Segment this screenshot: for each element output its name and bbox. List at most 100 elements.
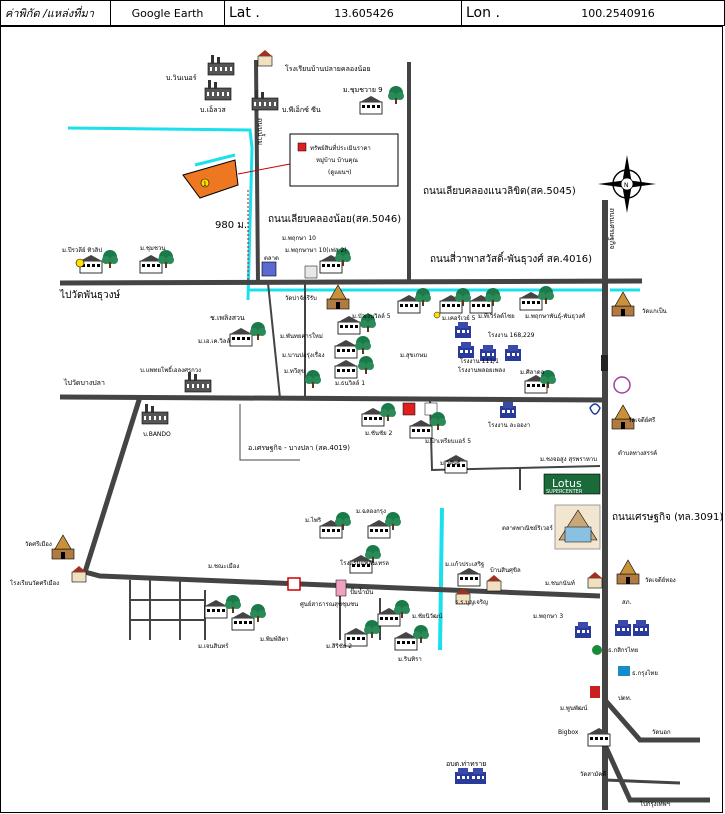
- canal-south: [438, 507, 444, 651]
- label-factory-b: โรงงาน 111/1: [460, 357, 499, 365]
- label-m-sawasdee: ม.สิริชัย 2: [326, 643, 352, 650]
- label-wat-kaewpan: วัดแกเป็น: [642, 306, 667, 315]
- label-tambon: ตำบลทางสรรค์: [618, 449, 657, 457]
- ptt-icon: [589, 403, 601, 415]
- road-east-branch: [603, 698, 700, 743]
- label-factory1: บ.วินเนอร์: [166, 74, 197, 82]
- legend-line2: หมู่บ้าน บ้านคุณ: [316, 157, 358, 164]
- to-bangpla-label: ไปวัดบางปลา: [63, 378, 105, 387]
- subject-marker-label: 1: [203, 181, 207, 188]
- mall-window: [564, 526, 592, 543]
- subject-marker: [200, 178, 210, 188]
- label-m-kaew: ม.แก้วประเสริฐ: [445, 561, 484, 568]
- lat-value: 13.605426: [267, 1, 462, 25]
- shop-711-icon: [304, 265, 318, 279]
- label-wat-samakhi: วัดสามัคคี: [580, 770, 606, 778]
- label-bando: บ.BANDO: [143, 431, 171, 438]
- minor-road-grid: [129, 580, 206, 640]
- lat-label: Lat .: [229, 5, 260, 21]
- label-wat-nok: วัดนอก: [652, 729, 671, 736]
- label-m-phunphat: ม.พูนพัฒน์: [560, 704, 587, 712]
- label-m-ruengroj: ม.ชันชัย 2: [365, 430, 393, 437]
- label-m-pruksa3: ม.พฤกษา 3: [533, 613, 563, 620]
- label-amphoe: อบต.ท่าทราย: [446, 760, 486, 768]
- label-m-krungthep: ม.ฉลองกรุง: [356, 508, 386, 515]
- canal-branch: [194, 153, 236, 167]
- road-4019: [59, 394, 609, 403]
- label-wat-chedi: วัดเจดีย์ทอง: [645, 576, 676, 584]
- bank-krungthai-icon: [618, 666, 630, 676]
- label-p-police: สภ.: [622, 599, 632, 606]
- label-thanakorn: ม.พันทยคารใหม่: [280, 332, 323, 340]
- minor-road-4: [239, 404, 300, 461]
- road-lower: [604, 778, 681, 785]
- road-vert-left-label: ถนนน้ำม: [256, 118, 267, 145]
- label-vienkhao5: ม.บัวเงินวิลล์ 5: [352, 312, 391, 320]
- legend-line3: (ดูแผนฯ): [328, 169, 351, 176]
- label-school-top: โรงเรียนบ้านปลายคลองน้อย: [285, 64, 371, 73]
- lon-value: 100.2540916: [581, 6, 655, 20]
- source-value: Google Earth: [111, 1, 225, 25]
- bank-kasikorn-icon: [592, 645, 602, 655]
- label-k-area: ม.เคอร์เวย์ 5: [442, 314, 476, 322]
- label-ptt: ปตท.: [618, 695, 632, 702]
- road-3091-label: ถนนเศรษฐกิจ (ทล.3091): [612, 512, 723, 523]
- legend-swatch: [297, 142, 307, 152]
- label-m-pruksaville: ม.ป้าเหรียบแอร์ 5: [425, 437, 471, 445]
- label-m-rinrada: ม.รินทิรา: [398, 656, 422, 663]
- label-sukchai: ม.ชุมชวน: [140, 245, 165, 252]
- label-wat-si-mueang: วัดศรีเมือง: [25, 540, 52, 548]
- red-shop-icon: [402, 402, 416, 416]
- label-village9: ม.ชุมชวาย 9: [343, 86, 383, 94]
- label-chuanchuen: ช.เพลิงสวน: [210, 314, 245, 322]
- marker-k-area: [433, 311, 441, 319]
- wat-chedi-icon: [613, 376, 631, 394]
- label-mbl-sinlap: ม.เอ.เค.วิลล์: [198, 337, 230, 345]
- header-bar: ค่าพิกัด /แหล่งที่มา Google Earth Lat . …: [0, 0, 725, 26]
- road-4016: [59, 278, 643, 286]
- label-tao-mueang: ม.ชงจอสูง สุรพราหาบ: [540, 456, 597, 463]
- lon-label: Lon .: [466, 5, 500, 21]
- road-south-loop: [81, 396, 601, 599]
- road-4019-label: อ.เศรษฐกิจ - บางปลา (สค.4019): [248, 444, 350, 452]
- label-bp-grand: บ.แพทยโพธิ์เอลงศรกวง: [140, 365, 201, 374]
- label-factory-c: โรงงานพลอยเพลง: [458, 366, 505, 374]
- lotus-title: Lotus: [552, 477, 582, 490]
- label-m-kolbolkarn: ร.ร.บุญเจริญ: [455, 599, 488, 606]
- label-m-thana: ม.ไพริ: [305, 516, 322, 524]
- market-icon: [261, 261, 277, 277]
- label-baan-wimsom: ม.ทวีสุข: [284, 367, 305, 375]
- to-phanthuwong-label: ไปวัดพันธุวงษ์: [59, 289, 121, 301]
- canal-north: [67, 126, 254, 301]
- label-chanin1: ม.ธนวิลล์ 1: [335, 379, 365, 387]
- road-5046-label: ถนนเลียบคลองน้อย(สค.5046): [268, 213, 401, 225]
- label-b-krungthai: ธ.กรุงไทย: [632, 669, 658, 677]
- label-mall: ตลาดพาณิชย์ริเวอร์: [502, 524, 554, 532]
- legend-line1: ทรัพย์สินที่ประเมินราคา: [310, 144, 371, 152]
- label-m-sanambin: ม.วิศิษฐ์: [440, 459, 460, 467]
- road-vert-right-label: ถนนเศรษฐกิจ: [608, 208, 616, 249]
- label-b-thaksin: ธ.กสิกรไทย: [608, 646, 638, 654]
- label-prinrin: ม.ปีรวลีย์ ทิวลิป: [62, 246, 102, 254]
- label-wat-bangpla: วัดเจดีย์ศรี: [628, 416, 656, 424]
- traffic-light-icon: [601, 355, 608, 371]
- hospital-icon: [287, 577, 301, 591]
- lotus-sub: SUPERCENTER: [546, 489, 583, 495]
- label-m-sirichai: ม.เจนสินทร์: [198, 642, 229, 650]
- label-m-wonderland: โรงแรมแพลนเทรล: [340, 559, 389, 567]
- label-hosp: ศูนย์สาธารณสุขชุมชน: [300, 600, 358, 608]
- road-4016-label: ถนนสี่วาพาสวัสดิ์-พันธุวงศ์ สค.4016): [430, 251, 592, 265]
- label-market: ตลาด: [264, 255, 279, 262]
- label-wat-prachak: วัดปาจักรีรับ: [285, 294, 317, 302]
- label-school-si-mueang: โรงเรียนวัดศรีเมือง: [10, 579, 59, 587]
- distance-label: 980 ม.: [215, 220, 247, 231]
- north-letter: N: [624, 182, 629, 189]
- label-ban-eua: ม.ชณะเมือง: [208, 562, 239, 570]
- label-m-sukkasem: ม.สุขเกษม: [400, 352, 427, 359]
- label-village10: ม.พฤกษา 10: [282, 235, 316, 242]
- road-5045-label: ถนนเลียบคลองแนวลิขิต(สค.5045): [423, 185, 576, 197]
- label-to-bangkok: ไปกรุงเทพฯ: [639, 800, 670, 808]
- label-baan-pruksa: ม.บานปอรุ่งเรื่อง: [282, 351, 325, 359]
- legend-box: [289, 133, 399, 187]
